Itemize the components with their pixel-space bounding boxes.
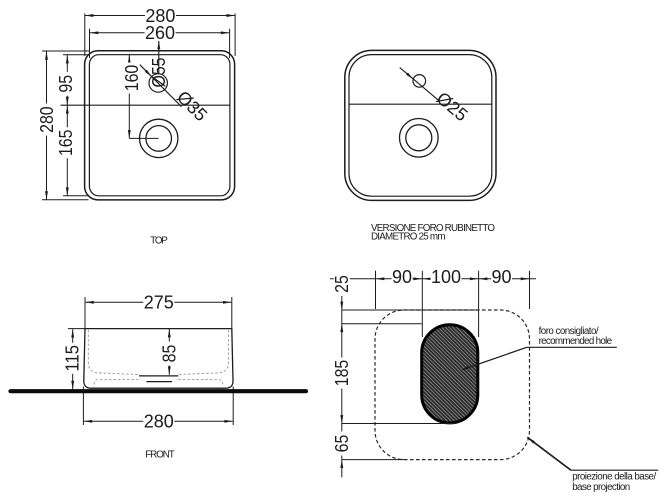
- svg-text:100: 100: [431, 267, 461, 287]
- svg-text:FRONT: FRONT: [145, 449, 175, 460]
- svg-text:VERSIONE FORO RUBINETTO: VERSIONE FORO RUBINETTO: [371, 223, 495, 234]
- svg-text:foro consigliato/: foro consigliato/: [539, 326, 599, 337]
- svg-text:90: 90: [491, 267, 511, 287]
- svg-text:90: 90: [392, 267, 412, 287]
- svg-text:115: 115: [62, 345, 82, 372]
- svg-text:85: 85: [159, 345, 179, 363]
- svg-text:280: 280: [144, 412, 174, 432]
- svg-text:base projection: base projection: [572, 482, 630, 493]
- svg-text:185: 185: [332, 360, 352, 387]
- svg-text:160: 160: [122, 65, 142, 92]
- svg-text:25: 25: [332, 275, 352, 293]
- svg-text:DIAMETRO 25 mm: DIAMETRO 25 mm: [371, 231, 446, 242]
- svg-text:280: 280: [37, 106, 57, 133]
- svg-text:95: 95: [56, 75, 76, 93]
- svg-text:proiezione della base/: proiezione della base/: [572, 472, 656, 483]
- svg-text:165: 165: [56, 130, 76, 157]
- svg-text:65: 65: [332, 435, 352, 453]
- svg-text:275: 275: [144, 293, 174, 313]
- svg-text:Ø55: Ø55: [149, 58, 169, 88]
- svg-text:TOP: TOP: [150, 236, 168, 247]
- svg-text:260: 260: [145, 23, 175, 43]
- svg-text:280: 280: [145, 6, 175, 26]
- svg-text:recommended hole: recommended hole: [539, 336, 613, 347]
